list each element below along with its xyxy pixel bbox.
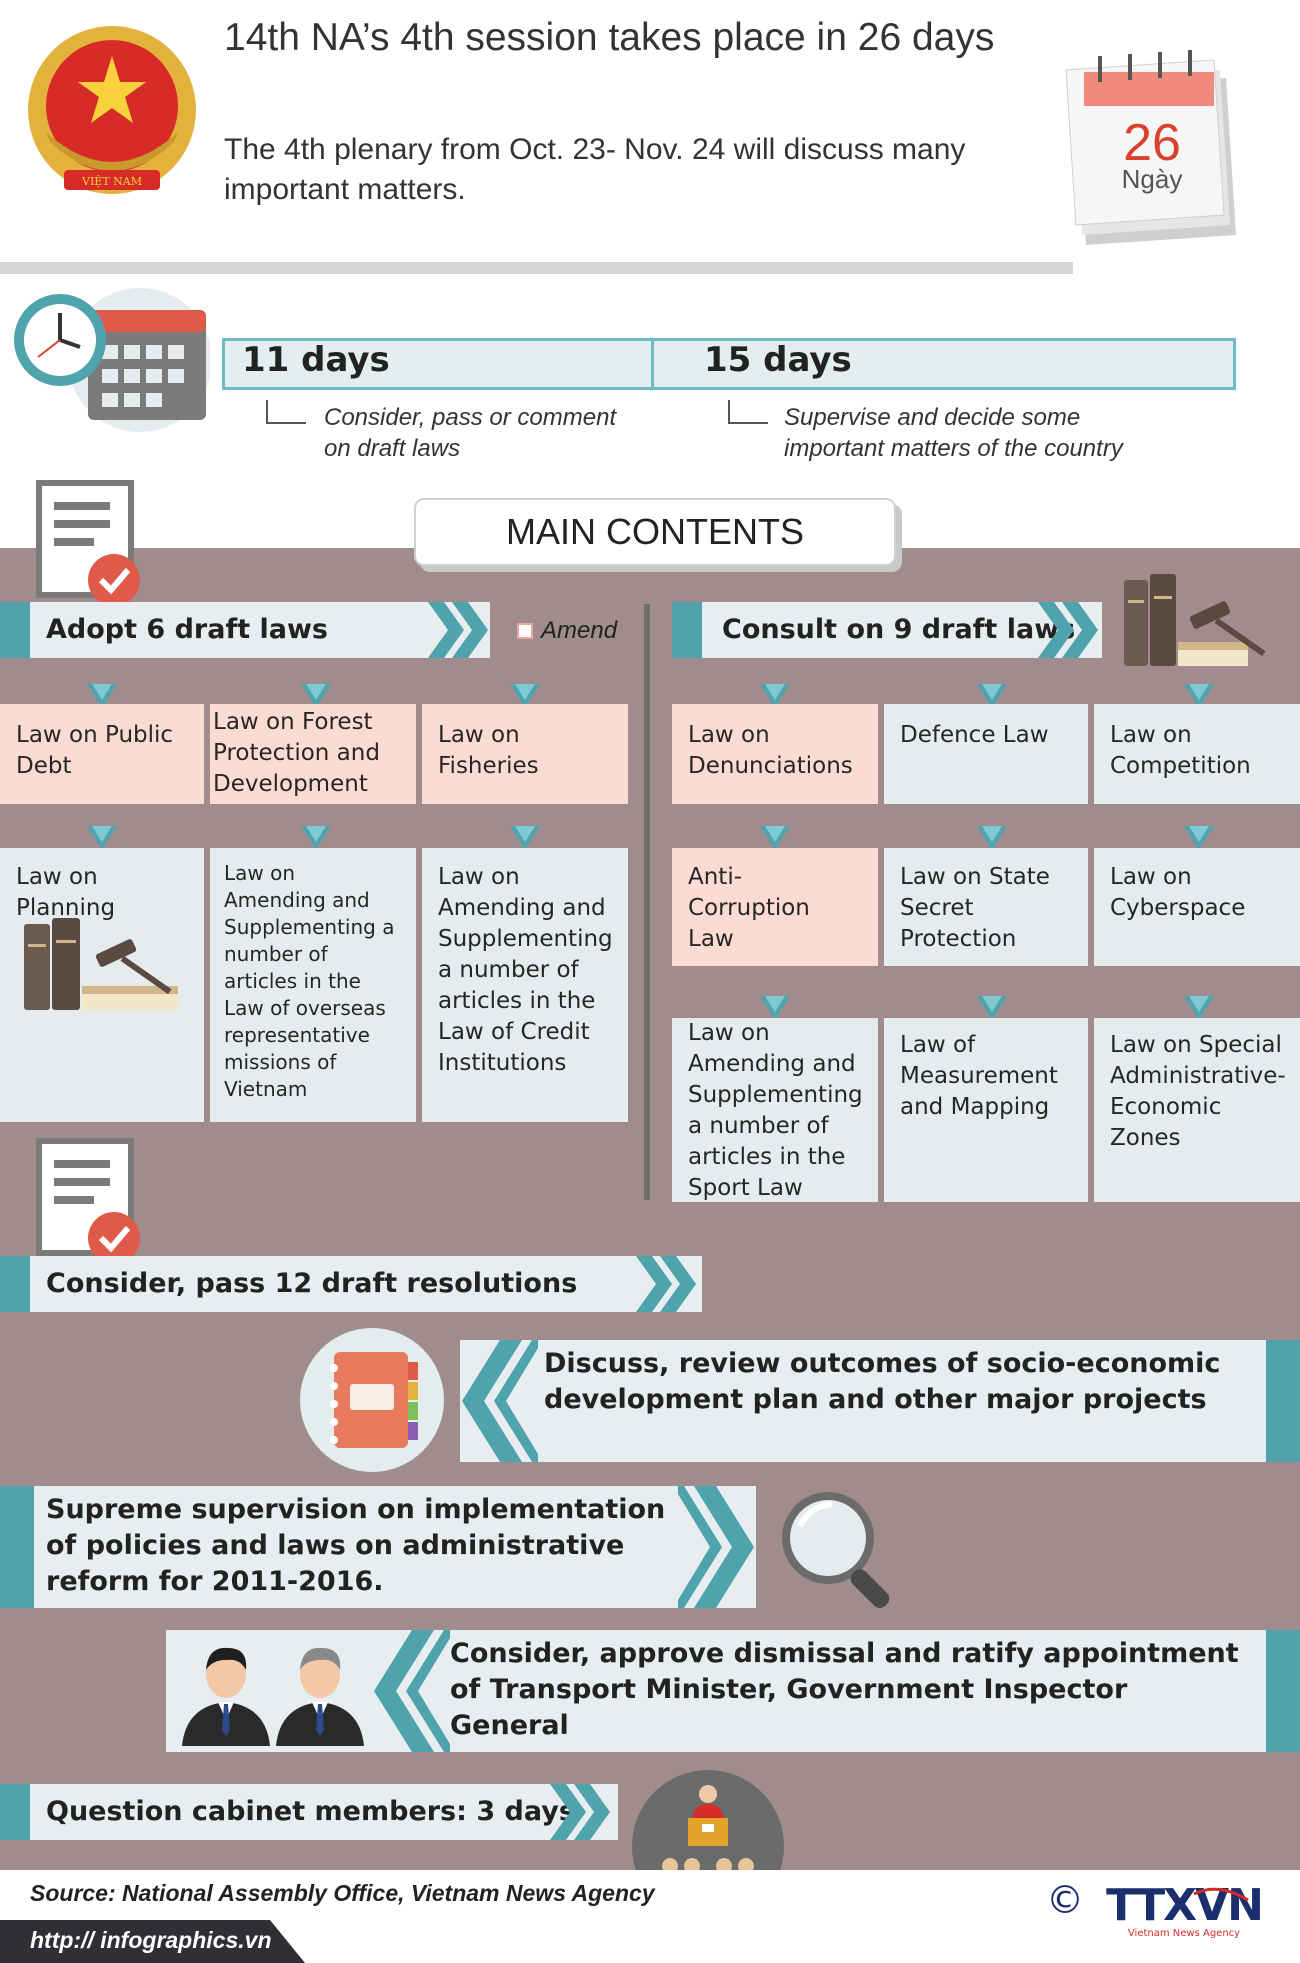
banner-accent <box>0 1784 30 1840</box>
calendar-number: 26 <box>1123 114 1181 172</box>
clock-calendar-icon <box>14 288 210 432</box>
days-description-line: Supervise and decide some <box>784 404 1081 431</box>
arrow-down-icon <box>1184 826 1214 850</box>
logo-text: TTXVN <box>1106 1880 1262 1931</box>
consult-label: Consult on 9 draft laws <box>722 614 1076 645</box>
ttxvn-logo: TTXVN Vietnam News Agency <box>1106 1880 1264 1939</box>
page-subtitle: The 4th plenary from Oct. 23- Nov. 24 wi… <box>224 133 966 206</box>
days-label-first: 11 days <box>242 340 390 380</box>
logo-subtext: Vietnam News Agency <box>1128 1928 1240 1939</box>
arrow-down-icon <box>301 826 331 850</box>
chevron-right-icon <box>678 1486 754 1608</box>
resolutions-label: Consider, pass 12 draft resolutions <box>46 1268 578 1299</box>
adopt-label: Adopt 6 draft laws <box>46 614 328 645</box>
notebook-icon <box>300 1328 444 1472</box>
law-books-gavel-icon <box>1124 574 1266 666</box>
chevron-left-icon <box>374 1630 450 1752</box>
amend-legend: Amend <box>517 617 617 645</box>
law-cell: Law of Measurement and Mapping <box>884 1018 1088 1202</box>
item-accent <box>0 1486 34 1608</box>
page-title: 14th NA’s 4th session takes place in 26 … <box>224 16 995 59</box>
arrow-down-icon <box>301 684 331 708</box>
item-accent <box>1266 1630 1300 1752</box>
days-bar <box>222 338 1236 390</box>
days-description-line: important matters of the country <box>784 435 1123 462</box>
calendar-icon: 26 Ngày <box>1065 50 1236 245</box>
header-divider <box>0 262 1073 274</box>
document-check-icon <box>36 480 140 606</box>
item-box-supervision: Supreme supervision on implementation of… <box>0 1486 756 1608</box>
arrow-down-icon <box>977 684 1007 708</box>
column-divider <box>644 604 650 1200</box>
banner-accent <box>0 602 30 658</box>
url-band <box>0 1920 305 1963</box>
days-description-first: Consider, pass or comment on draft laws <box>324 402 616 464</box>
source-text: Source: National Assembly Office, Vietna… <box>30 1880 655 1906</box>
emblem-text: VIỆT NAM <box>81 174 142 188</box>
url-link[interactable]: http:// infographics.vn <box>30 1927 272 1953</box>
arrow-down-icon <box>510 826 540 850</box>
law-cell: Law on Public Debt <box>0 704 204 804</box>
item-label: Consider, approve dismissal and ratify a… <box>450 1638 1239 1741</box>
arrow-down-icon <box>1184 996 1214 1020</box>
banner-accent <box>0 1256 30 1312</box>
arrow-down-icon <box>87 684 117 708</box>
item-label: Supreme supervision on implementation of… <box>46 1494 666 1597</box>
days-description-line: Consider, pass or comment <box>324 404 617 431</box>
arrow-down-icon <box>510 684 540 708</box>
main-contents-title: MAIN CONTENTS <box>414 498 896 566</box>
magnifier-icon <box>782 1492 890 1608</box>
days-description-line: on draft laws <box>324 435 461 462</box>
law-cell: Law on State Secret Protection <box>884 848 1088 966</box>
arrow-down-icon <box>760 826 790 850</box>
arrow-down-icon <box>977 996 1007 1020</box>
arrow-down-icon <box>87 826 117 850</box>
item-accent <box>1266 1340 1300 1462</box>
days-description-second: Supervise and decide some important matt… <box>784 402 1123 464</box>
arrow-down-icon <box>977 826 1007 850</box>
arrow-down-icon <box>760 996 790 1020</box>
days-label-second: 15 days <box>704 340 852 380</box>
law-cell: Law on Forest Protection and Development <box>210 704 416 804</box>
law-cell: Law on Cyberspace <box>1094 848 1300 966</box>
law-cell: Law on Amending and Supplementing a numb… <box>672 1018 878 1202</box>
item-box-socio-economic: Discuss, review outcomes of socio-econom… <box>460 1340 1300 1462</box>
law-books-gavel-icon <box>24 918 178 1010</box>
law-cell: Law on Special Administrative-Economic Z… <box>1094 1018 1300 1202</box>
chevron-left-icon <box>462 1340 538 1462</box>
consult-banner: Consult on 9 draft laws <box>672 602 1102 658</box>
law-cell: Law on Fisheries <box>422 704 628 804</box>
law-cell: Anti-Corruption Law <box>672 848 878 966</box>
item-label: Question cabinet members: 3 days <box>46 1796 575 1827</box>
amend-legend-swatch <box>517 623 533 639</box>
bracket-line <box>266 400 306 424</box>
law-cell: Law on Amending and Supplementing a numb… <box>422 848 628 1122</box>
copyright-icon: © <box>1046 1878 1084 1922</box>
law-cell: Law on Competition <box>1094 704 1300 804</box>
chevron-right-icon <box>550 1784 610 1840</box>
arrow-down-icon <box>760 684 790 708</box>
law-cell-text: Law on Planning <box>16 864 116 921</box>
law-cell-planning: Law on Planning <box>0 848 204 1122</box>
chevron-right-icon <box>428 602 488 658</box>
adopt-banner: Adopt 6 draft laws <box>0 602 490 658</box>
days-separator <box>651 338 654 390</box>
item-label: Discuss, review outcomes of socio-econom… <box>544 1348 1221 1415</box>
arrow-down-icon <box>1184 684 1214 708</box>
amend-legend-label: Amend <box>541 617 618 644</box>
resolutions-banner: Consider, pass 12 draft resolutions <box>0 1256 702 1312</box>
banner-accent <box>672 602 702 658</box>
question-banner: Question cabinet members: 3 days <box>0 1784 618 1840</box>
chevron-right-icon <box>636 1256 696 1312</box>
national-emblem: VIỆT NAM <box>28 26 196 194</box>
officials-icon <box>182 1647 364 1746</box>
law-cell: Defence Law <box>884 704 1088 804</box>
law-cell: Law on Denunciations <box>672 704 878 804</box>
bracket-line <box>728 400 768 424</box>
item-box-appointment: Consider, approve dismissal and ratify a… <box>166 1630 1300 1752</box>
law-cell: Law on Amending and Supplementing a numb… <box>210 848 416 1122</box>
chevron-right-icon <box>1038 602 1098 658</box>
document-check-icon <box>36 1138 140 1264</box>
calendar-word: Ngày <box>1122 164 1183 194</box>
